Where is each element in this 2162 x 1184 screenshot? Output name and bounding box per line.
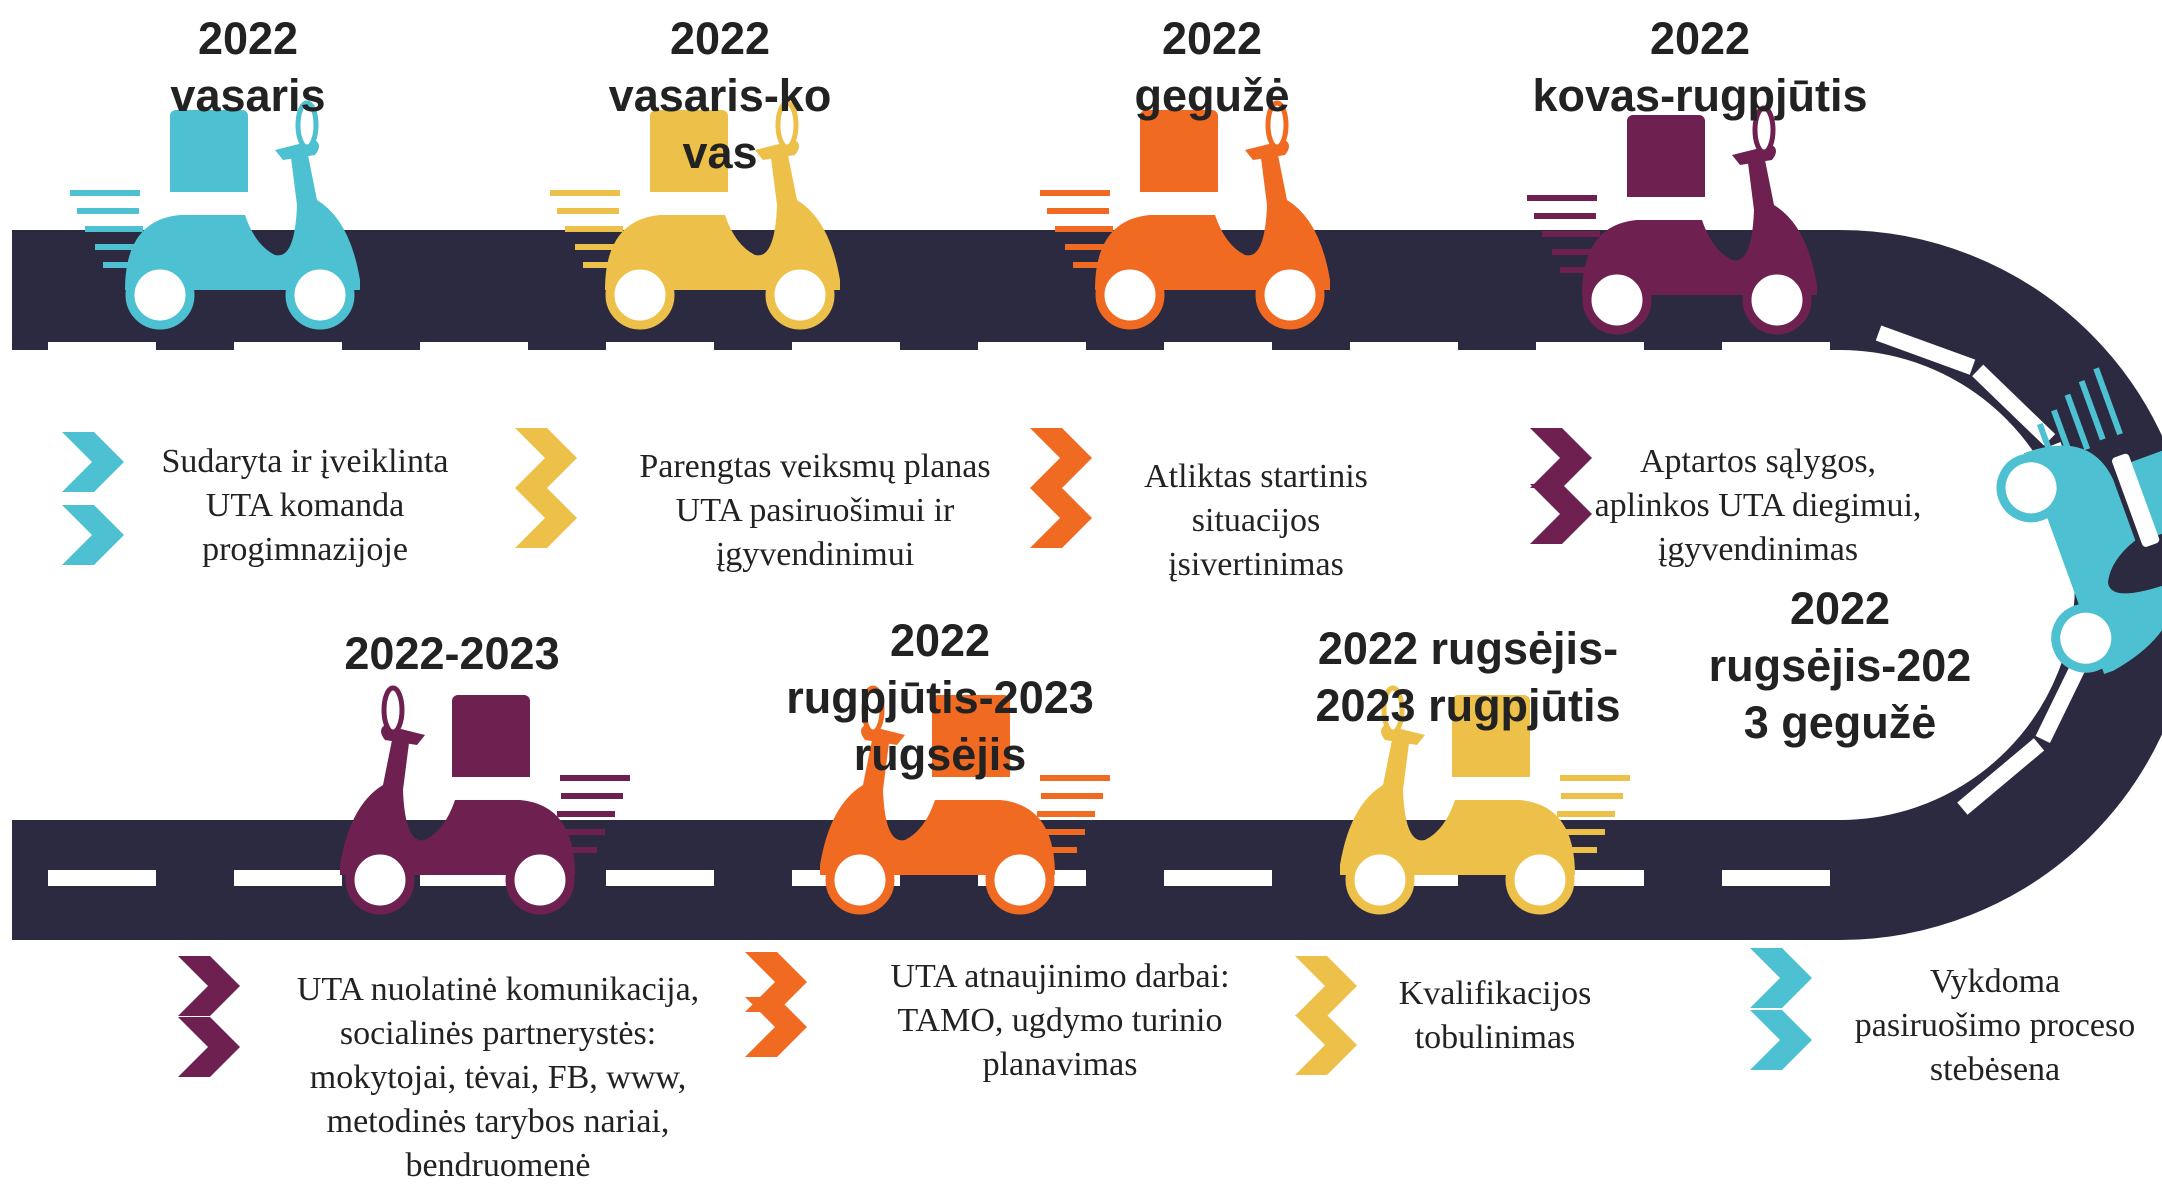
lane-dash: [1722, 342, 1830, 358]
chevron-icon: [1295, 956, 1357, 1016]
milestone-description: Vykdoma pasiruošimo proceso stebėsena: [1854, 963, 2136, 1088]
road: [12, 230, 2162, 940]
lane-dash: [606, 342, 714, 358]
milestone-date: 2022 rugpjūtis-2023 rugsėjis: [786, 615, 1094, 780]
chevron-icon: [1030, 488, 1092, 548]
milestone-date: 2022-2023: [344, 628, 560, 679]
lane-dash: [1875, 325, 1976, 375]
chevron-icon: [1750, 948, 1812, 1008]
chevron-icon: [515, 488, 577, 548]
chevron-icon: [62, 505, 124, 565]
chevron-icon: [1295, 1015, 1357, 1075]
milestone-date: 2022 rugsėjis-202 3 gegužė: [1708, 583, 1972, 748]
lane-dash: [792, 342, 900, 358]
milestone-description: Atliktas startinis situacijos įsivertini…: [1144, 458, 1368, 583]
milestone-description: Sudaryta ir įveiklinta UTA komanda progi…: [161, 443, 449, 568]
chevron-icon: [515, 428, 577, 488]
milestone-description: UTA atnaujinimo darbai: TAMO, ugdymo tur…: [890, 958, 1230, 1083]
lane-dash: [1536, 342, 1644, 358]
lane-dash: [48, 870, 156, 886]
lane-dash: [234, 870, 342, 886]
milestone-description: Aptartos sąlygos, aplinkos UTA diegimui,…: [1594, 443, 1922, 568]
chevron-icon: [1030, 428, 1092, 488]
milestone-date: 2022 vasaris-ko vas: [608, 13, 832, 178]
milestone-description: Parengtas veiksmų planas UTA pasiruošimu…: [639, 448, 991, 573]
chevron-icon: [62, 432, 124, 492]
lane-dash: [1164, 342, 1272, 358]
milestone-date: 2022 vasaris: [170, 13, 326, 121]
lane-dash: [420, 342, 528, 358]
milestone-description: UTA nuolatinė komunikacija, socialinės p…: [296, 971, 700, 1184]
lane-dash: [978, 342, 1086, 358]
chevron-icon: [745, 997, 807, 1057]
milestone-date: 2022 gegužė: [1134, 13, 1290, 121]
lane-dash: [1350, 342, 1458, 358]
milestone-description: Kvalifikacijos tobulinimas: [1398, 975, 1592, 1056]
chevron-icon: [178, 1017, 240, 1077]
lane-dash: [48, 342, 156, 358]
milestone-date: 2022 kovas-rugpjūtis: [1532, 13, 1868, 121]
lane-dash: [1722, 870, 1830, 886]
chevron-icon: [1750, 1010, 1812, 1070]
lane-dash: [606, 870, 714, 886]
chevron-icon: [178, 956, 240, 1016]
lane-dash: [234, 342, 342, 358]
lane-dash: [1972, 364, 2056, 446]
milestone-date: 2022 rugsėjis- 2023 rugpjūtis: [1315, 623, 1621, 731]
lane-dash: [1957, 738, 2045, 815]
lane-dash: [1164, 870, 1272, 886]
